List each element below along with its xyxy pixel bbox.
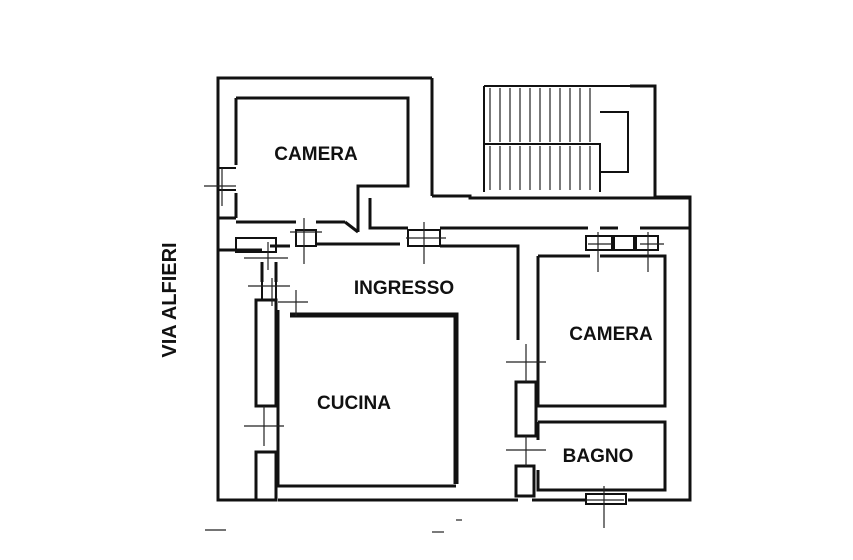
bagno-walls <box>514 420 667 498</box>
door-ticks <box>204 168 664 528</box>
room-label-camera-right: CAMERA <box>569 324 653 345</box>
room-label-ingresso: INGRESSO <box>354 278 454 299</box>
room-label-camera-top: CAMERA <box>274 144 358 165</box>
scan-marks <box>205 519 462 533</box>
room-label-cucina: CUCINA <box>317 393 391 414</box>
ingresso-walls <box>218 242 520 340</box>
staircase <box>483 85 630 192</box>
landing-walls <box>368 194 690 230</box>
room-label-bagno: BAGNO <box>563 446 634 467</box>
cucina-walls <box>254 282 459 502</box>
street-label: VIA ALFIERI <box>159 242 181 357</box>
camera-right-walls <box>514 254 667 438</box>
camera-top-walls <box>218 96 410 234</box>
